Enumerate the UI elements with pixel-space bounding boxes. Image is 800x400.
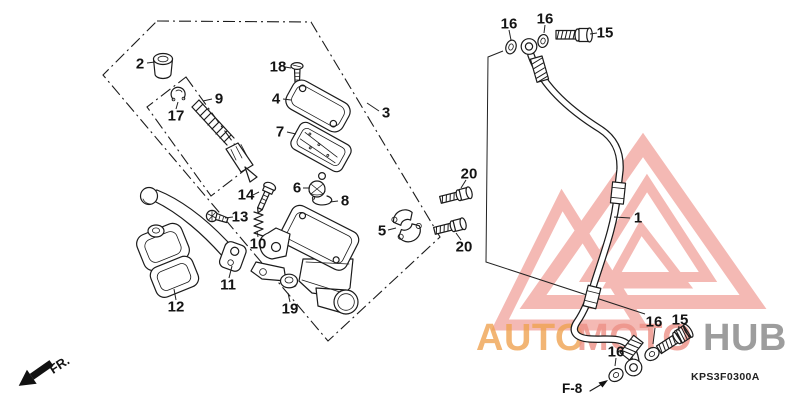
part-4-reservoir-cap xyxy=(285,79,351,133)
callout-label-1: 1 xyxy=(634,210,642,227)
callout-leader-2 xyxy=(146,61,156,64)
watermark-middle-triangle xyxy=(578,173,718,282)
callout-label-17: 17 xyxy=(168,108,185,125)
callout-leader-1 xyxy=(613,216,631,219)
watermark-word-auto: AUTO xyxy=(476,317,585,359)
hose-bottom-crimp xyxy=(619,334,644,361)
assembly-box-9 xyxy=(146,76,251,197)
callout-label-4: 4 xyxy=(272,91,281,108)
callout-label-18: 18 xyxy=(270,59,287,76)
part-17-circlip xyxy=(170,86,186,102)
callout-label-15: 15 xyxy=(672,312,689,329)
callout-label-19: 19 xyxy=(282,301,299,318)
callout-leader-16 xyxy=(652,327,656,345)
watermark-outer-triangle xyxy=(519,132,767,309)
watermark-word-hub: HUB xyxy=(703,317,787,359)
part-7-diaphragm xyxy=(290,121,352,181)
callout-label-6: 6 xyxy=(293,180,301,197)
part-1-brake-hose xyxy=(520,38,644,377)
watermark-inner-a-mark xyxy=(602,219,694,289)
part-20-bolt-upper xyxy=(439,186,473,204)
part-12-lever-bracket xyxy=(136,222,200,298)
callout-label-7: 7 xyxy=(276,124,284,141)
part-14-bolt xyxy=(257,181,277,214)
page-ref-arrow xyxy=(598,380,608,388)
callout-leader-8 xyxy=(329,200,339,203)
hose-top-crimp xyxy=(529,55,550,83)
assembly-box-3 xyxy=(102,20,441,342)
hose-top-banjo-eye xyxy=(520,38,538,55)
callout-label-16: 16 xyxy=(608,344,625,361)
callout-leader-14 xyxy=(252,191,260,196)
callout-label-5: 5 xyxy=(378,223,386,240)
watermark-triangle-logo xyxy=(491,132,767,331)
callout-leader-11 xyxy=(228,265,233,279)
part-19-mount-nut xyxy=(279,273,299,289)
callout-leader-17 xyxy=(175,101,179,110)
callout-leader-18 xyxy=(284,66,292,69)
callout-label-10: 10 xyxy=(250,236,267,253)
callout-label-2: 2 xyxy=(136,56,144,73)
callout-label-16: 16 xyxy=(537,11,554,28)
page-ref-label: F-8 xyxy=(562,381,583,396)
callout-label-16: 16 xyxy=(646,314,663,331)
callout-leader-16 xyxy=(508,29,512,41)
washer-16-long-leader xyxy=(485,50,646,315)
callout-label-3: 3 xyxy=(382,105,390,122)
part-6-piston-cup xyxy=(308,180,326,198)
front-direction-arrow: FR. xyxy=(18,353,72,386)
callout-label-12: 12 xyxy=(168,299,185,316)
callout-label-20: 20 xyxy=(456,239,473,256)
part-11-brake-lever xyxy=(139,186,247,272)
callout-leader-9 xyxy=(202,98,213,102)
callout-leader-7 xyxy=(286,131,297,135)
callout-label-11: 11 xyxy=(220,277,236,294)
part-8-snap-ring xyxy=(311,195,333,206)
front-label: FR. xyxy=(46,353,72,377)
callout-label-15: 15 xyxy=(597,25,614,42)
part-5-hose-clamp xyxy=(391,209,422,243)
callout-label-9: 9 xyxy=(215,91,223,108)
callout-leader-19 xyxy=(287,292,291,303)
master-cylinder-body xyxy=(250,204,360,315)
fr-arrow-head xyxy=(18,369,37,386)
callout-label-14: 14 xyxy=(238,187,255,204)
fr-arrow-shaft xyxy=(29,360,54,380)
callout-label-16: 16 xyxy=(501,16,518,33)
callout-leader-4 xyxy=(282,98,292,101)
callout-leader-12 xyxy=(173,288,177,301)
callout-label-20: 20 xyxy=(461,166,478,183)
callout-leader-20 xyxy=(460,179,467,189)
page-ref-group: F-8 xyxy=(562,380,608,396)
callout-label-13: 13 xyxy=(232,209,249,226)
callout-leader-16 xyxy=(614,357,617,367)
part-16-washers xyxy=(505,33,660,383)
callout-label-8: 8 xyxy=(341,193,349,210)
part-15-bolt-bottom xyxy=(655,323,694,355)
callout-leader-15 xyxy=(589,32,598,35)
callout-leader-15 xyxy=(677,325,680,332)
part-20-bolt-lower xyxy=(433,217,467,235)
hose-upper-sleeve xyxy=(609,181,627,205)
callout-leader-20 xyxy=(455,232,462,241)
callout-leader-3 xyxy=(366,102,380,112)
part-10-spring xyxy=(253,211,264,237)
diagram-code: KPS3F0300A xyxy=(691,371,760,383)
part-9-spring-rod xyxy=(191,99,258,183)
hose-lower-sleeve xyxy=(582,284,602,310)
callout-leader-13 xyxy=(224,216,234,219)
part-2-boot-cap xyxy=(152,52,174,80)
part-18-screw xyxy=(290,61,304,83)
callout-leader-16 xyxy=(543,24,546,34)
part-13-pivot-bolt xyxy=(205,209,229,224)
part-15-bolt-top xyxy=(555,27,593,43)
callout-leader-10 xyxy=(256,230,259,238)
hose-bottom-banjo-eye xyxy=(624,358,643,377)
callout-leader-5 xyxy=(387,227,397,231)
